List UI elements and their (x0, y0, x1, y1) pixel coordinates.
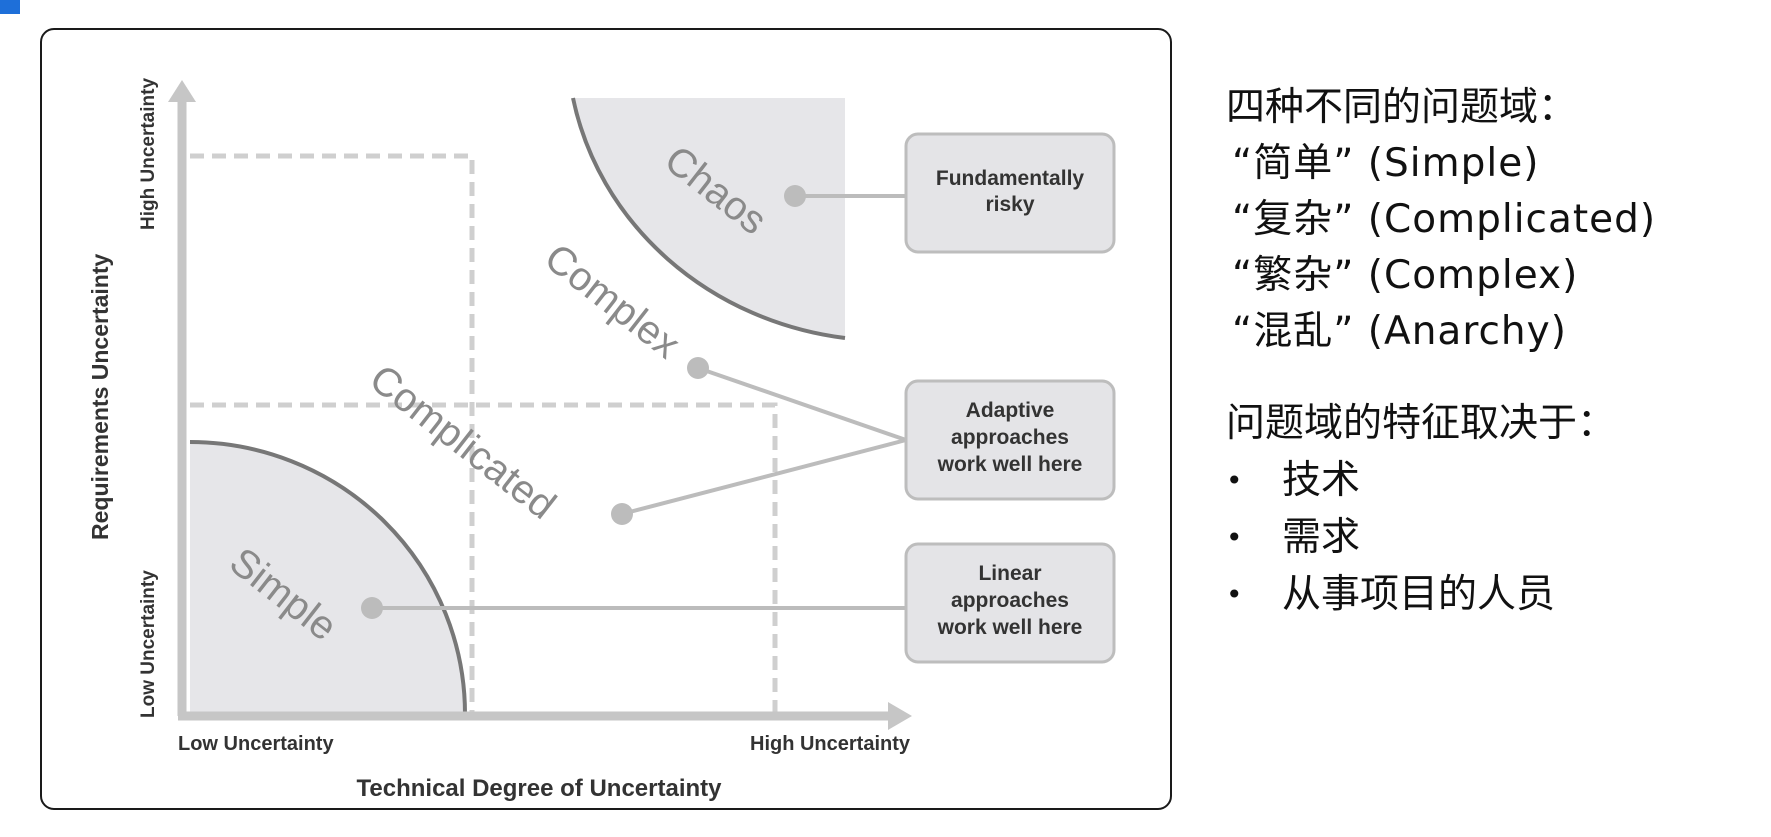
domain-anarchy: “混乱” (Anarchy) (1232, 309, 1567, 354)
x-axis-title: Technical Degree of Uncertainty (357, 775, 723, 802)
bullet-icon: • (1226, 578, 1243, 611)
dot-complicated (611, 503, 633, 525)
callout-adaptive-line3: work well here (937, 453, 1083, 476)
callout-fundamentally-risky: Fundamentally risky (904, 132, 1116, 254)
chaos-zone (573, 98, 845, 338)
callout-adaptive-line2: approaches (951, 426, 1069, 449)
corner-accent (0, 0, 20, 14)
y-axis-high-label: High Uncertainty (138, 78, 159, 230)
callout-adaptive-line1: Adaptive (966, 399, 1055, 422)
dot-simple (361, 597, 383, 619)
uncertainty-diagram-card: Low Uncertainty High Uncertainty Technic… (40, 28, 1172, 810)
callout-fundamentally-risky-line1: Fundamentally (936, 167, 1085, 190)
callout-linear-approaches: Linear approaches work well here (904, 542, 1116, 664)
factor-item: • 从事项目的人员 (1226, 566, 1766, 623)
callout-linear-line3: work well here (937, 616, 1083, 639)
complicated-boundary (190, 153, 475, 714)
factor-people: 从事项目的人员 (1282, 572, 1556, 617)
factors-heading: 问题域的特征取决于： (1226, 401, 1617, 446)
dot-chaos (784, 185, 806, 207)
dot-complex (687, 357, 709, 379)
y-axis-low-label: Low Uncertainty (138, 570, 159, 718)
connector-complicated (621, 438, 907, 516)
uncertainty-diagram: Low Uncertainty High Uncertainty Technic… (87, 78, 1116, 802)
bullet-icon: • (1226, 464, 1243, 497)
simple-zone (190, 442, 465, 714)
x-axis-low-label: Low Uncertainty (178, 733, 334, 755)
bullet-icon: • (1226, 521, 1243, 554)
factor-item: • 技术 (1226, 452, 1766, 509)
y-axis-arrow (168, 80, 196, 102)
complex-boundary (190, 402, 778, 714)
x-axis-high-label: High Uncertainty (750, 733, 911, 755)
simple-zone-arc (189, 440, 467, 715)
domain-simple: “简单” (Simple) (1232, 141, 1540, 186)
callout-fundamentally-risky-line2: risky (985, 193, 1034, 216)
factor-item: • 需求 (1226, 509, 1766, 566)
callout-adaptive-approaches: Adaptive approaches work well here (904, 379, 1116, 501)
callout-linear-line2: approaches (951, 589, 1069, 612)
slide-notes: 四种不同的问题域： “简单” (Simple) “复杂” (Complicate… (1226, 80, 1766, 623)
domain-complex: “繁杂” (Complex) (1232, 253, 1579, 298)
x-axis-arrow (888, 702, 912, 730)
factor-technology: 技术 (1282, 458, 1361, 503)
y-axis-title: Requirements Uncertainty (87, 253, 113, 540)
factor-requirements: 需求 (1282, 515, 1361, 560)
connector-complex (697, 366, 907, 442)
chaos-zone-arc (571, 97, 846, 340)
zone-label-complicated: Complicated (361, 356, 563, 528)
callout-linear-line1: Linear (978, 562, 1041, 585)
domain-complicated: “复杂” (Complicated) (1232, 197, 1657, 242)
domains-heading: 四种不同的问题域： (1226, 85, 1578, 130)
